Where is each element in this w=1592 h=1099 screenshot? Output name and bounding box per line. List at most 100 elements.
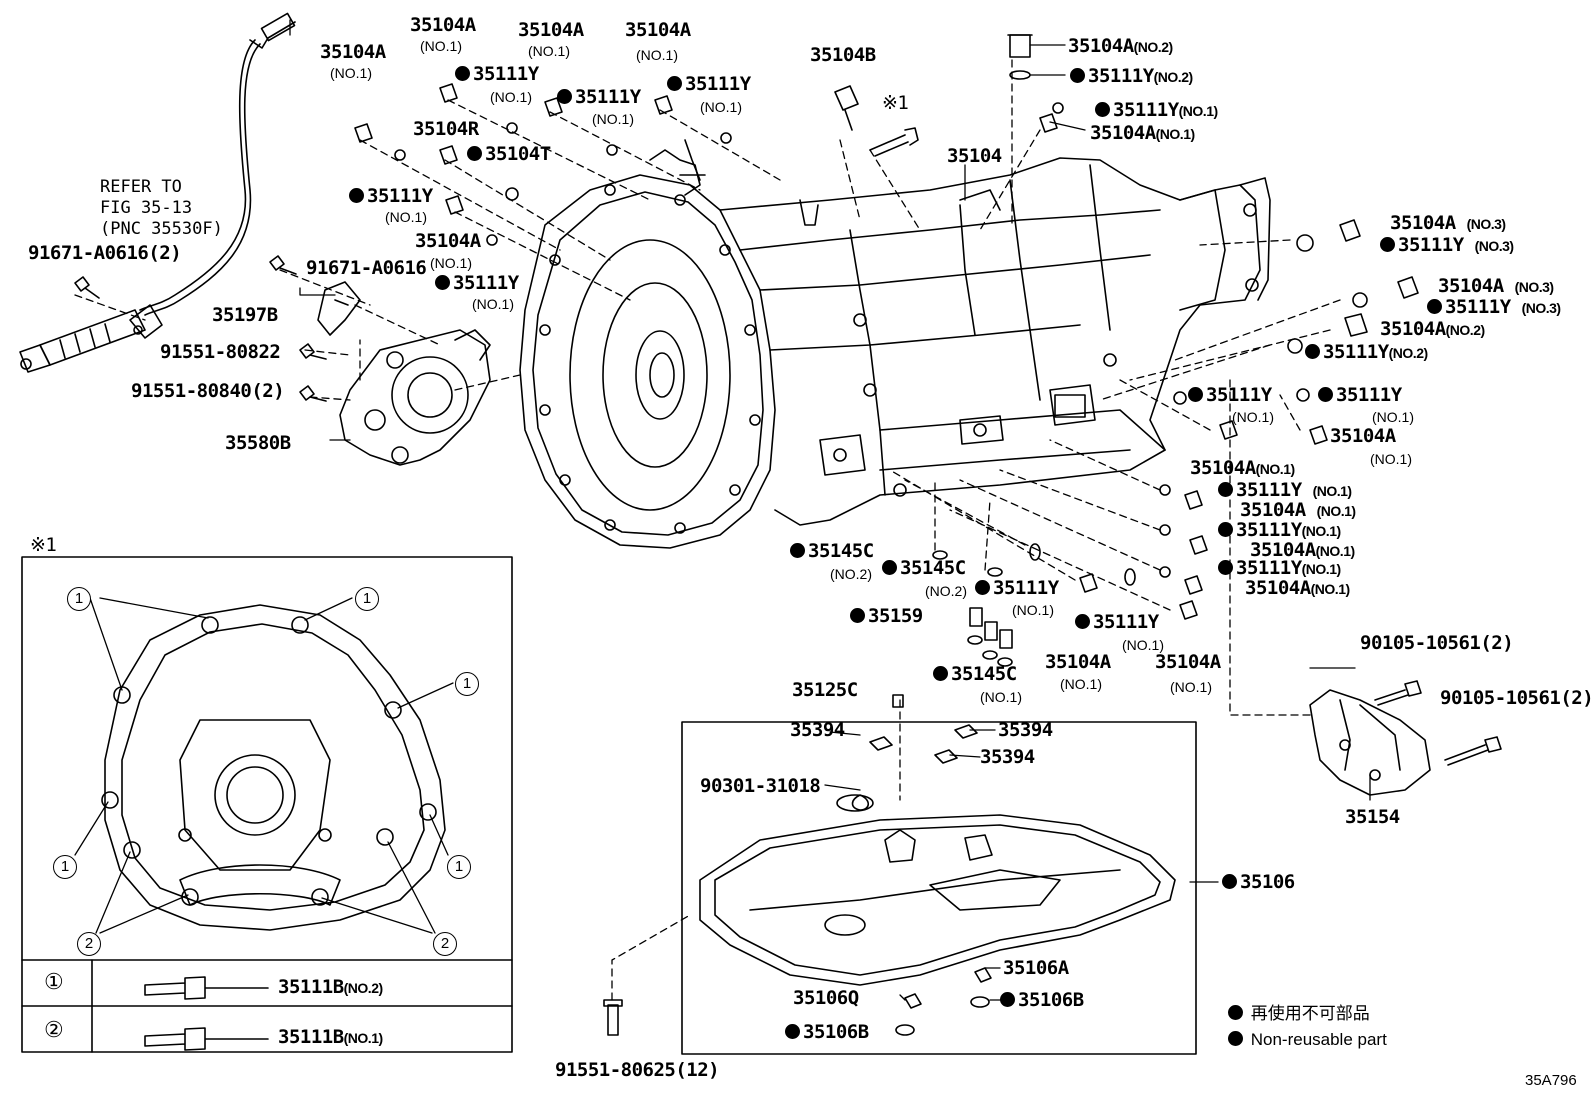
label-l37n: (NO.2) xyxy=(925,583,967,599)
label-l24: 35104A(NO.2) xyxy=(1380,319,1485,339)
label-l41: 35145C xyxy=(933,664,1017,684)
inset-housing xyxy=(101,604,446,931)
label-l23-text: 35111Y xyxy=(1445,296,1511,318)
legend-dot xyxy=(1228,1031,1243,1046)
nonreusable-dot xyxy=(349,188,364,203)
label-l49: 35580B xyxy=(225,432,291,454)
label-l15: 35104 xyxy=(947,145,1002,167)
label-l35: 35104A(NO.1) xyxy=(1245,578,1350,598)
label-l10-text: 35111Y xyxy=(367,185,433,207)
legend-nonreusable-jp: 再使用不可部品 xyxy=(1228,1005,1370,1023)
label-l43: 35104A xyxy=(1155,651,1221,673)
label-l28: 35104A xyxy=(1330,425,1396,447)
inset-table-part-2-text: 35111B xyxy=(278,1026,344,1048)
label-l12: 35111Y xyxy=(435,273,519,293)
label-l30: 35111Y (NO.1) xyxy=(1218,480,1352,500)
label-l18-text: 35111Y xyxy=(1113,99,1179,121)
label-l37: 35145C xyxy=(882,558,966,578)
label-l39n: (NO.1) xyxy=(1122,637,1164,653)
reference-note-line1: REFER TO xyxy=(100,177,182,197)
label-l03n: (NO.1) xyxy=(528,43,570,59)
label-l17: 35111Y(NO.2) xyxy=(1070,66,1193,86)
label-l60: 35106Q xyxy=(793,987,859,1009)
label-l59: 35106A xyxy=(1003,957,1069,979)
label-l23n: (NO.3) xyxy=(1521,300,1562,316)
nonreusable-dot xyxy=(455,66,470,81)
label-l30-text: 35111Y xyxy=(1236,479,1302,501)
label-l20-text: 35104A xyxy=(1390,212,1456,234)
label-l04n: (NO.1) xyxy=(636,47,678,63)
label-l41-text: 35145C xyxy=(951,663,1017,685)
legend-jp-text: 再使用不可部品 xyxy=(1250,1004,1370,1023)
inset-marker-1: 1 xyxy=(67,587,91,611)
label-l16-text: 35104A xyxy=(1068,35,1134,57)
label-l58-text: 35106 xyxy=(1240,871,1295,893)
nonreusable-dot xyxy=(1075,614,1090,629)
inset-table-key-1: ① xyxy=(44,970,64,995)
label-l39: 35111Y xyxy=(1075,612,1159,632)
label-l38n: (NO.1) xyxy=(1012,602,1054,618)
label-l19n: (NO.1) xyxy=(1155,126,1196,142)
label-l05: 35111Y xyxy=(455,64,539,84)
label-l11: 35104A xyxy=(415,230,481,252)
label-l42n: (NO.1) xyxy=(1060,676,1102,692)
inset-table-no-1: (NO.2) xyxy=(343,980,384,996)
inset-marker-1: 1 xyxy=(447,855,471,879)
label-l30n: (NO.1) xyxy=(1312,483,1353,499)
inset-marker-1: 1 xyxy=(53,855,77,879)
label-l58: 35106 xyxy=(1222,872,1295,892)
label-l02: 35104A xyxy=(410,14,476,36)
label-l40-text: 35159 xyxy=(868,605,923,627)
label-l14: ※1 xyxy=(882,92,909,114)
label-l07: 35111Y xyxy=(667,74,751,94)
label-l61: 35106B xyxy=(1000,990,1084,1010)
nonreusable-dot xyxy=(1218,482,1233,497)
label-l16n: (NO.2) xyxy=(1133,39,1174,55)
label-l06-text: 35111Y xyxy=(575,86,641,108)
label-l36-text: 35145C xyxy=(808,540,874,562)
label-l21: 35111Y (NO.3) xyxy=(1380,235,1514,255)
label-l16: 35104A(NO.2) xyxy=(1068,36,1173,56)
label-l25: 35111Y(NO.2) xyxy=(1305,342,1428,362)
label-l61-text: 35106B xyxy=(1018,989,1084,1011)
label-l29-text: 35104A xyxy=(1190,457,1256,479)
legend-en-text: Non-reusable part xyxy=(1250,1030,1387,1049)
label-l25-text: 35111Y xyxy=(1323,341,1389,363)
label-l62-text: 35106B xyxy=(803,1021,869,1043)
label-l40: 35159 xyxy=(850,606,923,626)
label-l26n: (NO.1) xyxy=(1232,409,1274,425)
nonreusable-dot xyxy=(1095,102,1110,117)
oil-pan-frame xyxy=(681,721,1197,1055)
label-l55: 35394 xyxy=(998,719,1053,741)
label-l42: 35104A xyxy=(1045,651,1111,673)
diagram-code: 35A796 xyxy=(1525,1072,1577,1089)
sensor-cable xyxy=(19,12,296,373)
label-l20: 35104A (NO.3) xyxy=(1390,213,1506,233)
label-l19-text: 35104A xyxy=(1090,122,1156,144)
inset-callout-lines xyxy=(74,597,454,934)
label-l63: 91551-80625(12) xyxy=(555,1059,720,1081)
inset-table-part-1-text: 35111B xyxy=(278,976,344,998)
label-l13: 35104B xyxy=(810,44,876,66)
label-l21n: (NO.3) xyxy=(1474,238,1515,254)
nonreusable-dot xyxy=(467,146,482,161)
label-l22n: (NO.3) xyxy=(1514,279,1555,295)
oil-pan xyxy=(699,694,1176,1036)
leader-lines xyxy=(74,59,1341,1001)
label-l36n: (NO.2) xyxy=(830,566,872,582)
label-l12-text: 35111Y xyxy=(453,272,519,294)
legend-nonreusable-en: Non-reusable part xyxy=(1228,1031,1387,1049)
oil-pump-35580b xyxy=(339,329,491,466)
label-l28n: (NO.1) xyxy=(1370,451,1412,467)
label-l17-text: 35111Y xyxy=(1088,65,1154,87)
label-l20n: (NO.3) xyxy=(1466,216,1507,232)
nonreusable-dot xyxy=(1000,992,1015,1007)
label-l27n: (NO.1) xyxy=(1372,409,1414,425)
bracket-35197b xyxy=(317,281,361,336)
left-bolts xyxy=(74,255,327,402)
label-l22-text: 35104A xyxy=(1438,275,1504,297)
label-l45: 91671-A0616 xyxy=(306,257,427,279)
label-l35-text: 35104A xyxy=(1245,577,1311,599)
inset-marker-2: 2 xyxy=(77,932,101,956)
